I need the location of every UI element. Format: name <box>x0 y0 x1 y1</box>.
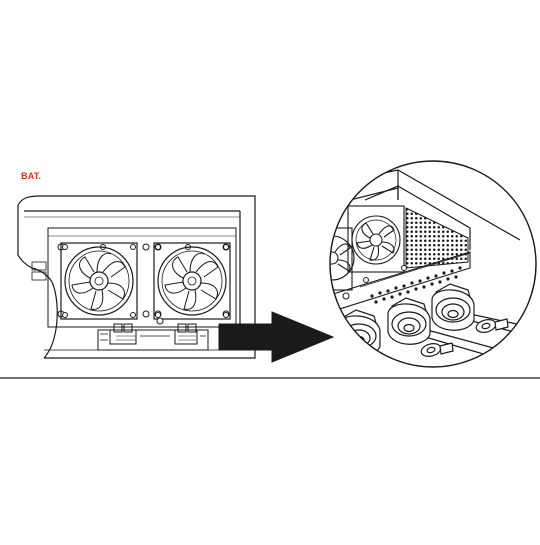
cooling-fan-icon <box>60 242 138 320</box>
zoom-circle <box>329 160 537 368</box>
cooling-fan-icon <box>153 242 231 320</box>
cable-gland-icon <box>431 283 475 331</box>
right-arrow-icon <box>218 311 335 363</box>
ring-terminal-icon <box>420 318 509 357</box>
cable-gland-icon <box>387 297 431 345</box>
inverter-body <box>17 195 256 359</box>
battery-terminal-block <box>100 317 206 345</box>
battery-label: BAT. <box>21 171 42 181</box>
zoom-detail <box>329 160 537 368</box>
vent-mesh <box>405 207 469 269</box>
